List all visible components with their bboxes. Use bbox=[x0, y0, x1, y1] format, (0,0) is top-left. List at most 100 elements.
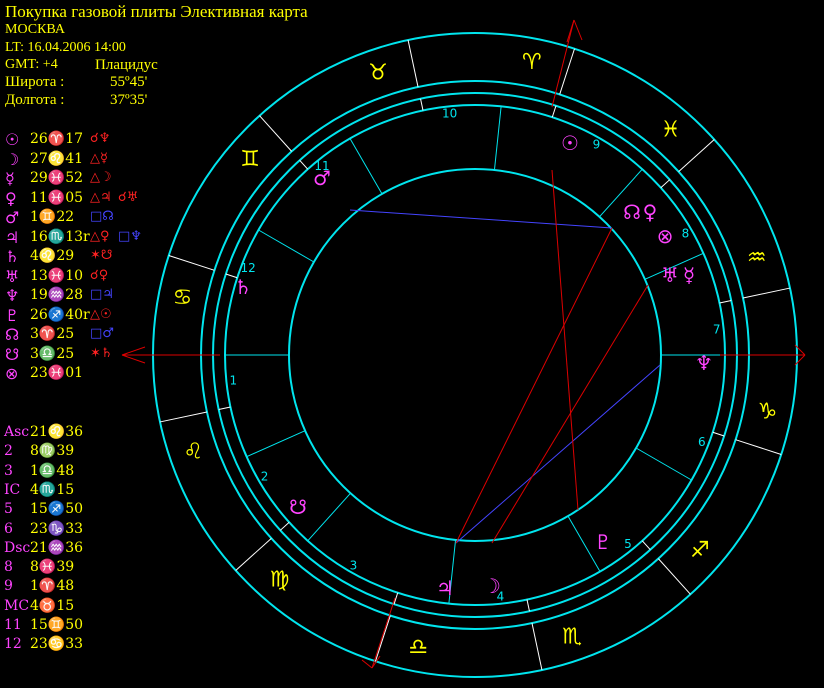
sign-boundary bbox=[279, 521, 290, 531]
planet-position: 4♌29 bbox=[30, 248, 75, 264]
cusp-position: 21♒36 bbox=[30, 539, 84, 556]
planet-position: 23♓01 bbox=[30, 365, 84, 381]
sign-boundary bbox=[375, 615, 391, 662]
chart-planet-glyph: ♀ bbox=[643, 200, 658, 224]
cusp-position: 4♉15 bbox=[30, 597, 75, 614]
planet-glyph: ♀ bbox=[5, 188, 17, 208]
planet-position: 13♓10 bbox=[30, 267, 84, 284]
chart-planet-glyph: ☋ bbox=[289, 495, 307, 519]
imum-coeli-axis bbox=[371, 597, 396, 669]
sign-boundary bbox=[531, 622, 543, 671]
chart-planet-glyph: ♅ bbox=[661, 263, 679, 287]
zodiac-sign-glyph: ♈ bbox=[522, 50, 542, 75]
planet-glyph: ♃ bbox=[5, 227, 20, 247]
planet-aspect: ☌♀ bbox=[90, 267, 109, 283]
sign-boundary bbox=[259, 115, 293, 152]
zodiac-sign-glyph: ♊ bbox=[240, 147, 260, 172]
house-number: 7 bbox=[713, 323, 721, 337]
chart-planet-glyph: ☉ bbox=[561, 131, 579, 155]
aspect-line bbox=[349, 209, 613, 229]
planet-aspect: ✶☋ bbox=[90, 248, 113, 263]
planet-position: 26♐40r bbox=[30, 306, 90, 323]
planet-aspect: ☌♅ bbox=[118, 189, 139, 205]
wheel-ring bbox=[224, 104, 726, 606]
planet-aspect: △♀ bbox=[90, 228, 110, 244]
sign-boundary bbox=[420, 98, 424, 111]
planet-glyph: ♅ bbox=[5, 266, 20, 286]
house-number: 9 bbox=[593, 138, 601, 152]
chart-planet-glyph: ♇ bbox=[594, 530, 612, 554]
aspect-line bbox=[491, 284, 649, 544]
house-cusp-line bbox=[599, 168, 643, 218]
descendant-arrow bbox=[794, 344, 806, 356]
sign-boundary bbox=[225, 273, 238, 279]
imum-coeli-arrow bbox=[371, 655, 381, 669]
house-number: 5 bbox=[624, 537, 632, 551]
house-number: 11 bbox=[314, 159, 329, 173]
local-time: LT: 16.04.2006 14:00 bbox=[5, 40, 126, 55]
sign-boundary bbox=[407, 39, 419, 88]
cusp-label: MC bbox=[4, 597, 30, 614]
cusp-label: Dsc bbox=[4, 539, 31, 556]
planet-position: 16♏13r bbox=[30, 228, 90, 245]
cusp-label: 5 bbox=[4, 501, 13, 518]
sign-boundary bbox=[299, 159, 309, 170]
longitude-label: Долгота : bbox=[5, 92, 65, 108]
cusp-label: 8 bbox=[4, 559, 13, 576]
sign-boundary bbox=[393, 592, 399, 605]
house-number: 4 bbox=[497, 590, 505, 604]
zodiac-sign-glyph: ♉ bbox=[368, 61, 388, 86]
zodiac-sign-glyph: ♓ bbox=[661, 118, 681, 143]
ascendant-arrow bbox=[121, 346, 146, 356]
cusp-position: 23♑33 bbox=[30, 520, 84, 537]
sign-boundary bbox=[742, 287, 791, 299]
sign-boundary bbox=[735, 439, 782, 455]
house-number: 6 bbox=[698, 435, 706, 449]
house-cusp-line bbox=[493, 106, 502, 171]
cusp-label: 6 bbox=[4, 520, 13, 537]
planet-aspect: ✶♄ bbox=[90, 345, 113, 361]
cusp-position: 15♐50 bbox=[30, 501, 84, 518]
chart-planet-glyph: ♂ bbox=[313, 166, 331, 190]
cusp-position: 1♈48 bbox=[30, 578, 75, 595]
planet-position: 3♈25 bbox=[30, 326, 75, 342]
cusp-label: 2 bbox=[4, 443, 13, 460]
ascendant-arrow bbox=[121, 354, 146, 364]
sign-boundary bbox=[712, 431, 725, 437]
house-number: 1 bbox=[230, 373, 238, 387]
house-cusp-line bbox=[349, 138, 383, 195]
planet-position: 19♒28 bbox=[30, 287, 84, 303]
planet-glyph: ☊ bbox=[5, 325, 20, 344]
sign-boundary bbox=[218, 406, 231, 410]
planet-aspect: ☌♆ bbox=[90, 131, 111, 146]
zodiac-sign-glyph: ♍ bbox=[270, 567, 290, 592]
house-number: 12 bbox=[240, 261, 255, 275]
planet-glyph: ☿ bbox=[5, 169, 15, 188]
planet-aspect: △☉ bbox=[90, 306, 112, 322]
house-system: Плацидус bbox=[95, 57, 158, 73]
city-name: МОСКВА bbox=[5, 22, 65, 37]
zodiac-sign-glyph: ♋ bbox=[173, 286, 193, 311]
house-cusp-line bbox=[567, 515, 601, 572]
zodiac-sign-glyph: ♒ bbox=[747, 245, 767, 270]
zodiac-sign-glyph: ♎ bbox=[408, 635, 428, 660]
planet-aspect: △♃ bbox=[90, 189, 112, 205]
cusp-position: 15♊50 bbox=[30, 617, 84, 633]
cusp-position: 23♋33 bbox=[30, 636, 84, 653]
chart-planet-glyph: ☿ bbox=[683, 263, 695, 287]
cusp-label: 11 bbox=[4, 617, 22, 633]
planet-aspect: □♆ bbox=[118, 228, 142, 244]
chart-planet-glyph: ♄ bbox=[234, 275, 252, 299]
house-cusp-line bbox=[635, 447, 692, 481]
house-cusp-line bbox=[258, 229, 315, 263]
house-number: 8 bbox=[682, 227, 690, 241]
sign-boundary bbox=[657, 558, 691, 595]
sign-boundary bbox=[551, 105, 557, 118]
sign-boundary bbox=[235, 537, 272, 571]
zodiac-sign-glyph: ♐ bbox=[690, 538, 710, 563]
planet-glyph: ☉ bbox=[5, 130, 20, 149]
cusp-label: Asc bbox=[4, 424, 30, 440]
cusp-label: 12 bbox=[4, 636, 22, 653]
imum-coeli-arrow bbox=[361, 659, 373, 669]
